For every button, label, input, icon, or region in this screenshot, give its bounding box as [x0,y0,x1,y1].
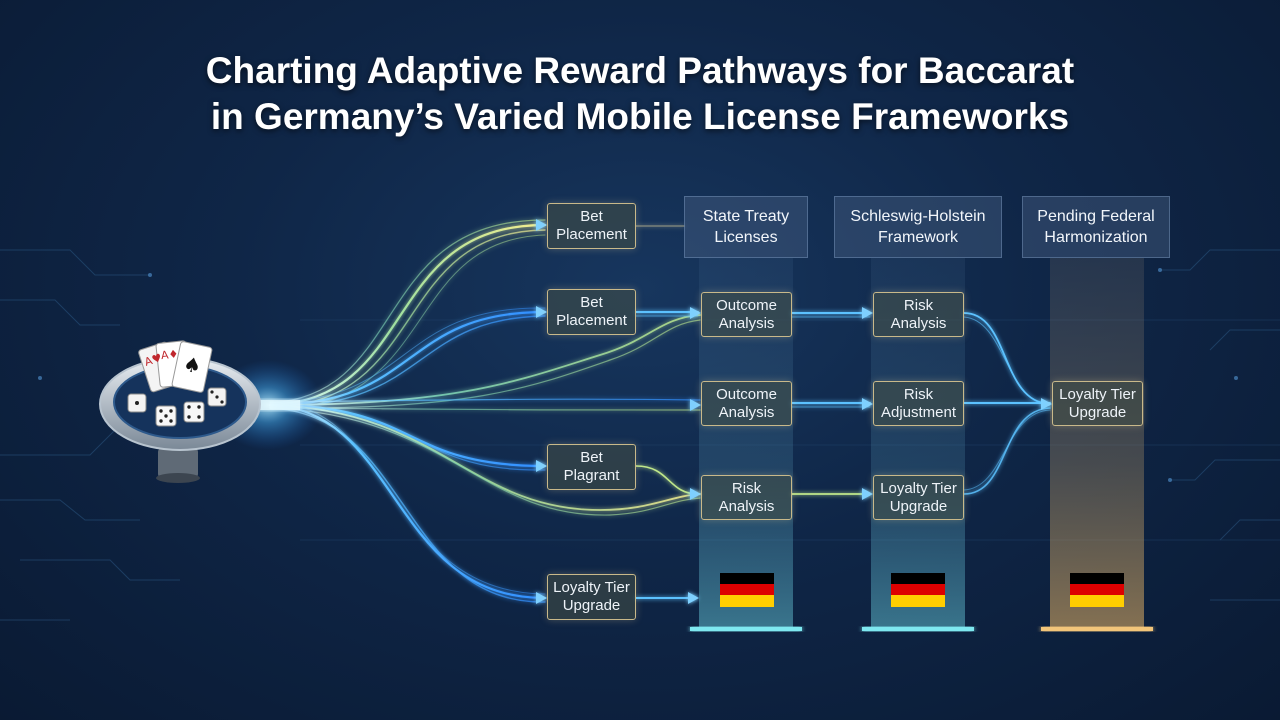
state-treaty-node-outcome-analysis-1: Outcome Analysis [701,292,792,337]
arrow-icon [862,398,873,410]
node-label: Upgrade [1068,403,1127,421]
node-label: Placement [556,226,627,243]
node-label: Analysis [718,497,775,515]
node-label: Placement [556,312,627,329]
column-header-line: Licenses [714,229,778,246]
arrow-icon [690,488,701,500]
node-label: Bet [580,294,603,311]
column-base-state-treaty [690,627,802,631]
node-label: Loyalty Tier [553,579,630,596]
node-label: Upgrade [889,497,948,515]
playing-cards-icon: A♥ A♦ ♠ [138,340,213,393]
arrow-heads [536,219,1052,604]
title-line-2: in Germany’s Varied Mobile License Frame… [210,96,1070,137]
baccarat-table-icon: A♥ A♦ ♠ [99,340,261,483]
sh-node-loyalty-tier-upgrade: Loyalty Tier Upgrade [873,475,964,520]
svg-text:A♥: A♥ [143,351,164,369]
column-header-line: Framework [877,229,958,246]
column-header-line: State Treaty [702,208,790,225]
node-label: Outcome [716,296,777,314]
arrow-icon [862,307,873,319]
flow-lines [268,219,702,603]
node-label: Bet [580,208,603,225]
column-header-federal: Pending Federal Harmonization [1022,196,1170,258]
germany-flag-icon [891,573,945,607]
node-label: Adjustment [880,403,957,421]
node-label: Loyalty Tier [880,479,957,497]
arrow-icon [536,306,547,318]
state-treaty-node-outcome-analysis-2: Outcome Analysis [701,381,792,426]
source-node-loyalty-tier-upgrade: Loyalty Tier Upgrade [547,574,636,620]
node-label: Analysis [718,403,775,421]
node-label: Risk [903,385,934,403]
arrow-icon [1041,398,1052,410]
sh-node-risk-adjustment: Risk Adjustment [873,381,964,426]
arrow-icon [688,592,699,604]
node-label: Risk [731,479,762,497]
arrow-icon [862,488,873,500]
svg-text:♠: ♠ [181,351,204,378]
federal-node-loyalty-tier-upgrade: Loyalty Tier Upgrade [1052,381,1143,426]
state-treaty-node-risk-analysis: Risk Analysis [701,475,792,520]
page-title: Charting Adaptive Reward Pathways for Ba… [0,48,1280,140]
germany-flag-icon [720,573,774,607]
arrow-icon [536,219,547,231]
source-node-bet-placement-1: Bet Placement [547,203,636,249]
node-label: Bet [580,449,603,466]
column-band-federal [1050,258,1144,630]
column-header-line: Harmonization [1044,229,1148,246]
source-node-bet-placement-2: Bet Placement [547,289,636,335]
column-header-line: Pending Federal [1037,208,1155,225]
hub-beam [230,400,300,410]
germany-flag-icon [1070,573,1124,607]
source-node-bet-plagrant: Bet Plagrant [547,444,636,490]
arrow-icon [690,399,701,411]
arrow-icon [690,307,701,319]
node-label: Risk [903,296,934,314]
node-label: Outcome [716,385,777,403]
node-label: Analysis [890,314,947,332]
node-label: Plagrant [563,467,620,484]
svg-text:A♦: A♦ [160,347,179,362]
column-base-federal [1041,627,1153,631]
arrow-icon [536,592,547,604]
circuit-background [0,249,1280,621]
node-label: Upgrade [562,597,621,614]
node-connectors [635,225,1051,599]
dice-icon [127,387,227,427]
node-label: Loyalty Tier [1059,385,1136,403]
column-header-schleswig-holstein: Schleswig-Holstein Framework [834,196,1002,258]
sh-node-risk-analysis: Risk Analysis [873,292,964,337]
node-label: Analysis [718,314,775,332]
arrow-icon [536,460,547,472]
column-header-state-treaty: State Treaty Licenses [684,196,808,258]
column-header-line: Schleswig-Holstein [850,208,986,225]
column-base-schleswig-holstein [862,627,974,631]
title-line-1: Charting Adaptive Reward Pathways for Ba… [205,50,1075,91]
